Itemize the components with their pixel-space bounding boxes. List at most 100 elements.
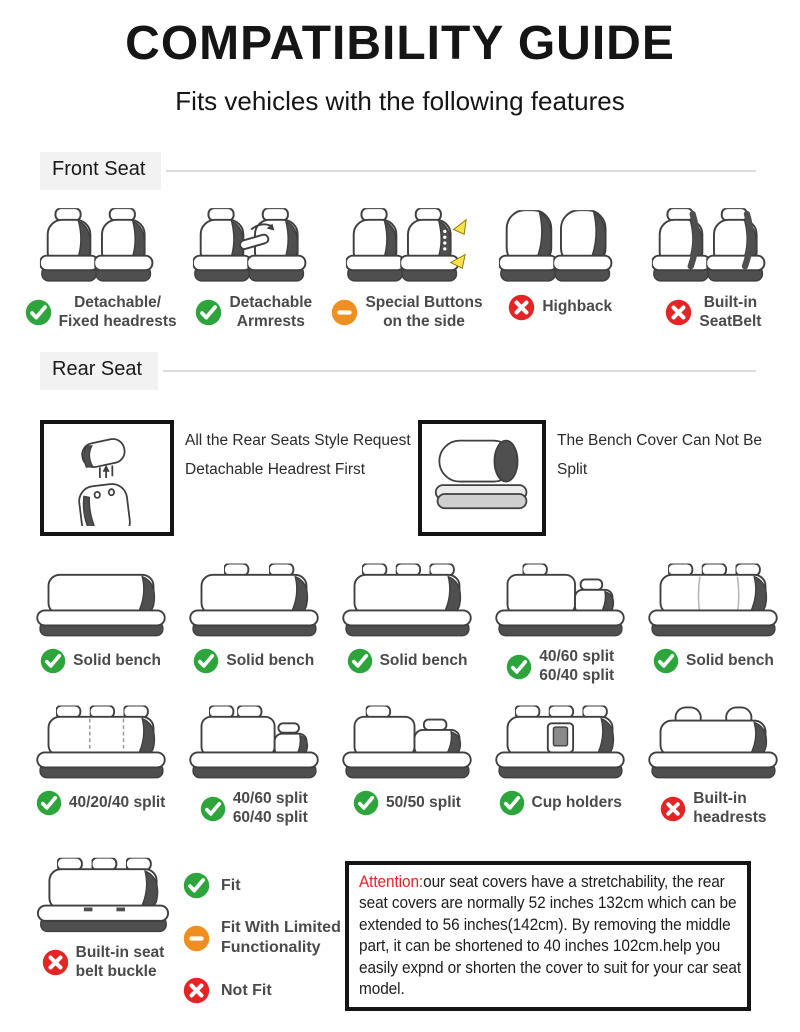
fit-check-icon bbox=[36, 790, 62, 816]
item-label: Solid bench bbox=[685, 651, 774, 669]
front-seats-headrests-icon bbox=[38, 198, 164, 292]
bench-3-headrests-seams-icon bbox=[647, 556, 779, 646]
bench-cover-roll-icon bbox=[434, 439, 528, 510]
bench-builtin-headrests-icon bbox=[647, 706, 779, 788]
legend-item-fit: Fit bbox=[183, 872, 341, 899]
not-fit-x-icon bbox=[183, 977, 210, 1004]
item-caption: Built-in seat belt buckle bbox=[42, 944, 164, 982]
fit-check-icon bbox=[40, 648, 66, 674]
item-caption: Solid bench bbox=[193, 648, 314, 674]
bench-2-headrests-icon bbox=[188, 556, 320, 646]
not-fit-x-icon bbox=[42, 949, 69, 976]
front-item-highback: Highback bbox=[484, 198, 637, 332]
rear-item-solid-bench: Solid bench bbox=[330, 556, 483, 686]
fit-check-icon bbox=[25, 299, 52, 326]
section-divider-line bbox=[163, 370, 756, 372]
rear-item-solid-bench: Solid bench bbox=[177, 556, 330, 686]
bench-belt-buckle-icon bbox=[36, 850, 170, 942]
item-label: 40/20/40 split bbox=[68, 793, 166, 811]
item-caption: Detachable Armrests bbox=[195, 294, 312, 332]
item-label: Highback bbox=[542, 298, 613, 316]
item-label: Detachable Armrests bbox=[229, 294, 313, 330]
rear-item-belt-buckle: Built-in seat belt buckle bbox=[22, 850, 184, 982]
legend-label: Fit With Limited Functionality bbox=[221, 919, 341, 956]
item-label: Built-in SeatBelt bbox=[699, 294, 762, 330]
fit-check-icon bbox=[506, 654, 532, 680]
item-caption: 40/60 split 60/40 split bbox=[200, 790, 308, 828]
attention-text: our seat covers have a stretchability, t… bbox=[359, 872, 742, 999]
item-caption: 40/60 split 60/40 split bbox=[506, 648, 614, 686]
not-fit-x-icon bbox=[665, 299, 692, 326]
not-fit-x-icon bbox=[660, 796, 686, 822]
attention-label: Attention: bbox=[359, 872, 424, 891]
item-label: Solid bench bbox=[379, 651, 468, 669]
item-label: 40/60 split 60/40 split bbox=[539, 648, 615, 684]
item-label: Built-in headrests bbox=[693, 790, 767, 826]
bench-402040-split-icon bbox=[35, 698, 167, 788]
bench-plain-icon bbox=[35, 556, 167, 646]
front-items-row: Detachable/ Fixed headrests Detachable A… bbox=[24, 198, 790, 332]
attention-box: Attention:our seat covers have a stretch… bbox=[345, 861, 751, 1012]
note-text: The Bench Cover Can Not Be Split bbox=[557, 432, 763, 478]
rear-items-row-1: Solid bench Solid bench Solid bench bbox=[24, 556, 790, 686]
note-text: All the Rear Seats Style Request Detacha… bbox=[185, 432, 411, 478]
front-seats-builtin-seatbelt-icon bbox=[650, 198, 776, 292]
detachable-headrest-icon bbox=[78, 438, 131, 526]
front-item-builtin-seatbelt: Built-in SeatBelt bbox=[637, 198, 790, 332]
rear-note-headrest: All the Rear Seats Style Request Detacha… bbox=[40, 420, 418, 536]
note-image-box bbox=[418, 420, 546, 536]
bench-4060-split-icon bbox=[494, 556, 626, 646]
item-caption: Solid bench bbox=[347, 648, 468, 674]
item-label: Solid bench bbox=[226, 651, 315, 669]
item-caption: 50/50 split bbox=[353, 790, 461, 816]
fit-check-icon bbox=[353, 790, 379, 816]
rear-items-row-2: 40/20/40 split 40/60 split 60/40 split bbox=[24, 698, 790, 828]
item-caption: 40/20/40 split bbox=[36, 790, 166, 816]
item-caption: Highback bbox=[508, 294, 612, 321]
page-title: COMPATIBILITY GUIDE bbox=[125, 17, 675, 70]
fit-check-icon bbox=[499, 790, 525, 816]
item-label: 50/50 split bbox=[386, 793, 461, 811]
legend-label: Fit bbox=[221, 876, 241, 894]
front-item-special-buttons: Special Buttons on the side bbox=[330, 198, 483, 332]
item-label: Cup holders bbox=[531, 793, 622, 811]
fit-check-icon bbox=[347, 648, 373, 674]
front-seats-armrest-icon bbox=[191, 198, 317, 292]
rear-item-builtin-headrests: Built-in headrests bbox=[637, 698, 790, 828]
item-label: Detachable/ Fixed headrests bbox=[58, 294, 177, 330]
item-caption: Detachable/ Fixed headrests bbox=[25, 294, 177, 332]
rear-seat-section-label: Rear Seat bbox=[40, 352, 159, 390]
rear-notes-row: All the Rear Seats Style Request Detacha… bbox=[40, 420, 780, 536]
rear-seat-section-header: Rear Seat bbox=[40, 352, 756, 390]
fit-check-icon bbox=[183, 872, 210, 899]
rear-item-402040-split: 40/20/40 split bbox=[24, 698, 177, 828]
front-item-detachable-headrests: Detachable/ Fixed headrests bbox=[24, 198, 177, 332]
limited-dash-icon bbox=[331, 299, 358, 326]
rear-item-solid-bench: Solid bench bbox=[637, 556, 790, 686]
bench-5050-split-icon bbox=[341, 698, 473, 788]
item-label: 40/60 split 60/40 split bbox=[232, 790, 308, 826]
item-caption: Built-in headrests bbox=[660, 790, 767, 828]
item-label: Special Buttons on the side bbox=[365, 294, 483, 330]
fit-check-icon bbox=[653, 648, 679, 674]
fit-check-icon bbox=[193, 648, 219, 674]
item-label: Solid bench bbox=[73, 651, 162, 669]
rear-item-5050-split: 50/50 split bbox=[330, 698, 483, 828]
page-subtitle: Fits vehicles with the following feature… bbox=[175, 86, 625, 116]
attention-content: Attention:our seat covers have a stretch… bbox=[359, 871, 743, 999]
bench-3-headrests-icon bbox=[341, 556, 473, 646]
item-caption: Cup holders bbox=[499, 790, 622, 816]
item-caption: Solid bench bbox=[40, 648, 161, 674]
item-caption: Built-in SeatBelt bbox=[665, 294, 761, 332]
limited-dash-icon bbox=[183, 925, 210, 952]
fit-check-icon bbox=[200, 796, 226, 822]
item-caption: Solid bench bbox=[653, 648, 774, 674]
bench-4060-split-2hr-icon bbox=[188, 698, 320, 788]
front-seat-section-label: Front Seat bbox=[40, 152, 162, 190]
legend-item-not-fit: Not Fit bbox=[183, 977, 341, 1004]
rear-note-bench-cover: The Bench Cover Can Not Be Split bbox=[418, 420, 797, 536]
fit-check-icon bbox=[195, 299, 222, 326]
front-seats-highback-icon bbox=[497, 198, 623, 292]
not-fit-x-icon bbox=[508, 294, 535, 321]
